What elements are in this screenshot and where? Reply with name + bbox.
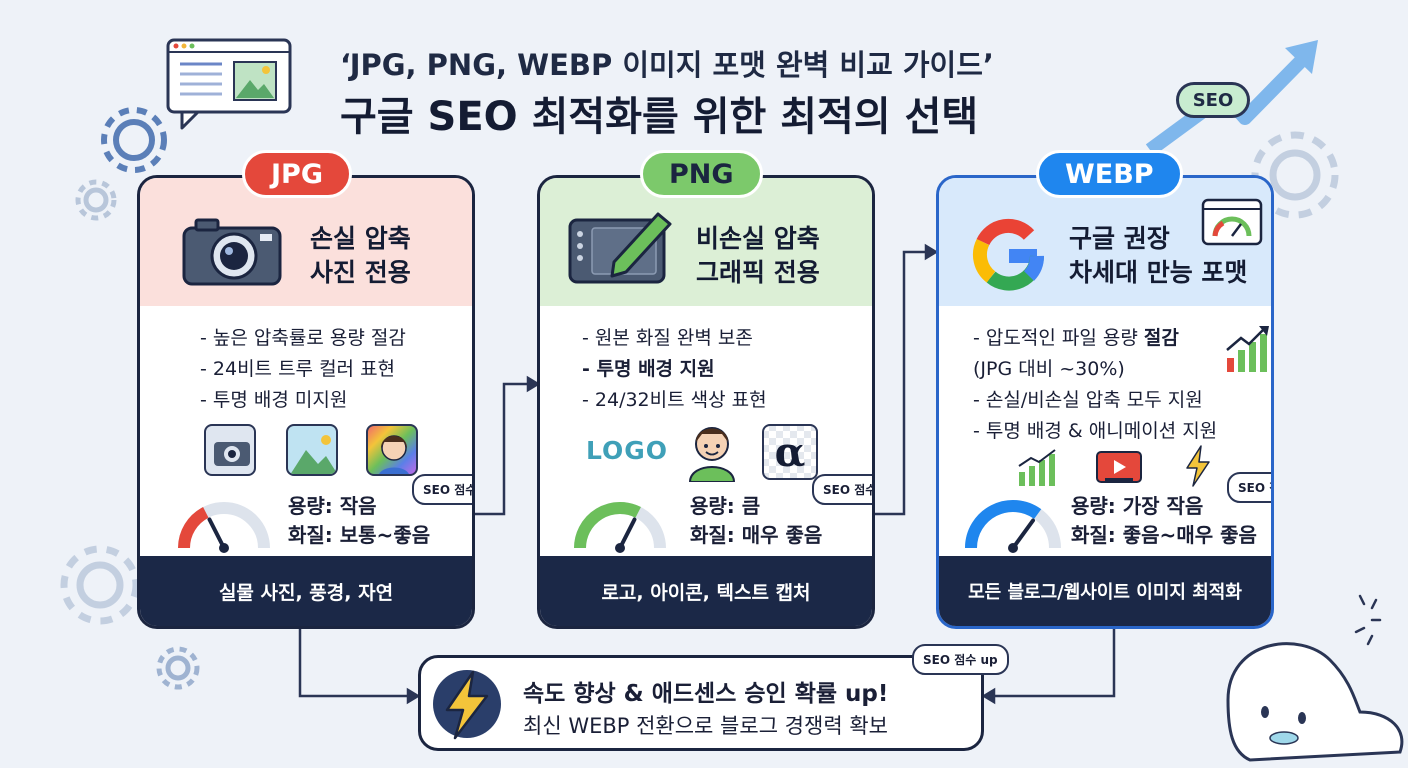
jpg-headline: 손실 압축 사진 전용 <box>310 224 411 287</box>
jpg-specs: 용량: 작음 화질: 보통~좋음 <box>288 494 431 547</box>
seo-tag: SEO <box>1176 82 1250 118</box>
speed-gauge-icon <box>965 499 1061 553</box>
list-item: - 원본 화질 완벽 보존 <box>582 327 753 349</box>
seo-score-badge: SEO 점수 up <box>412 474 472 505</box>
png-footer: 로고, 아이콘, 텍스트 캡처 <box>540 556 872 626</box>
list-item: - 압도적인 파일 용량 절감 <box>973 327 1179 349</box>
seo-score-badge: SEO 점수 up <box>1227 472 1271 503</box>
person-icon <box>688 427 736 482</box>
list-item: - 손실/비손실 압축 모두 지원 <box>973 389 1203 411</box>
logo-sample: LOGO <box>586 436 669 465</box>
png-headline: 비손실 압축 그래픽 전용 <box>696 224 820 287</box>
jpg-label: JPG <box>242 150 352 198</box>
summary-banner: 속도 향상 & 애드센스 승인 확률 up! 최신 WEBP 전환으로 블로그 … <box>418 655 984 751</box>
drawing-tablet-icon <box>568 212 672 284</box>
gear-icon <box>101 107 167 173</box>
google-icon <box>972 218 1044 291</box>
list-item: (JPG 대비 ~30%) <box>973 358 1125 380</box>
page-title-line2: 구글 SEO 최적화를 위한 최적의 선택 <box>340 94 979 140</box>
webp-footer: 모든 블로그/웹사이트 이미지 최적화 <box>939 556 1271 626</box>
jpg-footer: 실물 사진, 풍경, 자연 <box>140 556 472 626</box>
video-play-icon <box>1096 451 1142 483</box>
list-item: - 투명 배경 지원 <box>582 358 715 380</box>
list-item: - 24/32비트 색상 표현 <box>582 389 767 411</box>
speed-gauge-icon <box>178 502 270 553</box>
banner-subline: 최신 WEBP 전환으로 블로그 경쟁력 확보 <box>523 714 888 738</box>
gear-icon <box>75 179 117 221</box>
webp-label: WEBP <box>1036 150 1183 198</box>
jpg-card: 손실 압축 사진 전용 - 높은 압축률로 용량 절감 - 24비트 트루 컬러… <box>137 175 475 629</box>
list-item: - 24비트 트루 컬러 표현 <box>200 358 396 380</box>
seo-score-badge: SEO 점수 up <box>912 644 1009 675</box>
list-item: - 높은 압축률로 용량 절감 <box>200 327 406 349</box>
webp-specs: 용량: 가장 작음 화질: 좋음~매우 좋음 <box>1071 494 1257 547</box>
png-specs: 용량: 큼 화질: 매우 좋음 <box>690 494 823 547</box>
mascot-character <box>1226 642 1404 762</box>
landscape-thumbnail-icon <box>286 424 338 476</box>
sparkle-icon <box>1354 594 1382 646</box>
list-item: - 투명 배경 미지원 <box>200 389 348 411</box>
banner-headline: 속도 향상 & 애드센스 승인 확률 up! <box>523 681 889 707</box>
webp-headline: 구글 권장 차세대 만능 포맷 <box>1069 224 1248 287</box>
speed-gauge-icon <box>574 502 666 553</box>
transparency-sample-icon: α <box>762 424 818 480</box>
connector-arrows <box>298 243 1116 705</box>
growth-chart-icon <box>1226 326 1269 372</box>
lightning-icon <box>1186 445 1210 487</box>
page-title-line1: ‘JPG, PNG, WEBP 이미지 포맷 완벽 비교 가이드’ <box>340 48 994 82</box>
webp-feature-list: - 압도적인 파일 용량 절감 (JPG 대비 ~30%) - 손실/비손실 압… <box>973 323 1217 447</box>
jpg-feature-list: - 높은 압축률로 용량 절감 - 24비트 트루 컬러 표현 - 투명 배경 … <box>200 323 406 416</box>
png-label: PNG <box>640 150 763 198</box>
portrait-thumbnail-icon <box>366 424 418 476</box>
gear-icon <box>60 545 140 625</box>
seo-score-badge: SEO 점수 up <box>812 474 872 505</box>
browser-window-icon <box>166 38 292 130</box>
growth-chart-icon <box>1018 449 1056 486</box>
performance-dashboard-icon <box>1201 198 1263 246</box>
lightning-bolt-icon <box>433 670 501 740</box>
png-feature-list: - 원본 화질 완벽 보존 - 투명 배경 지원 - 24/32비트 색상 표현 <box>582 323 767 416</box>
png-card: 비손실 압축 그래픽 전용 - 원본 화질 완벽 보존 - 투명 배경 지원 -… <box>537 175 875 629</box>
webp-card: 구글 권장 차세대 만능 포맷 - 압도적인 파일 용량 절감 (JPG 대비 … <box>936 175 1274 629</box>
gear-icon <box>156 646 200 690</box>
camera-thumbnail-icon <box>204 424 256 476</box>
list-item: - 투명 배경 & 애니메이션 지원 <box>973 420 1218 442</box>
camera-icon <box>182 218 282 286</box>
